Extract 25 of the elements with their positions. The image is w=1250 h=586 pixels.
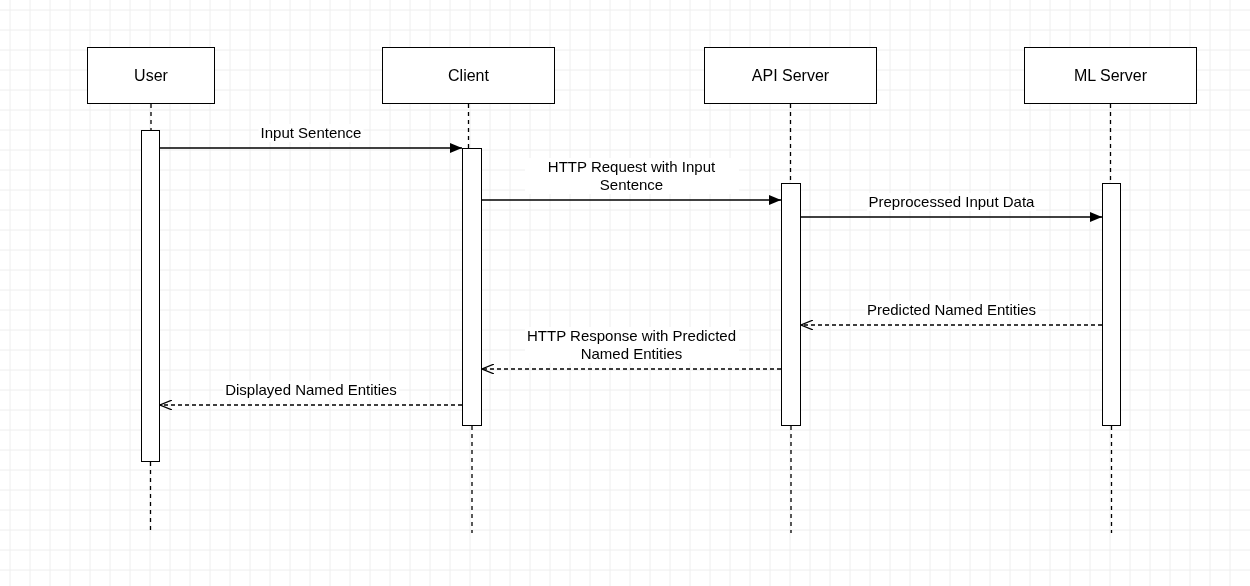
activation-bar [781, 183, 801, 426]
message-arrow [481, 363, 782, 375]
message-arrow [481, 195, 782, 205]
participant-box: ML Server [1024, 47, 1197, 104]
message-arrow [159, 143, 463, 153]
message-arrow [159, 399, 463, 411]
participant-box: Client [382, 47, 555, 104]
message-label: HTTP Response with Predicted Named Entities [524, 327, 739, 363]
participant-box: User [87, 47, 215, 104]
lifeline [150, 103, 152, 131]
message-label: Input Sentence [258, 124, 364, 142]
lifeline [467, 103, 470, 149]
message-label: HTTP Request with Input Sentence [524, 158, 739, 194]
lifeline [790, 425, 792, 534]
message-arrow [800, 212, 1103, 222]
activation-bar [1102, 183, 1121, 426]
lifeline [1110, 425, 1113, 534]
lifeline [471, 425, 473, 534]
activation-bar [141, 130, 160, 462]
activation-bar [462, 148, 482, 426]
message-label: Predicted Named Entities [864, 301, 1039, 319]
participant-box: API Server [704, 47, 877, 104]
message-label: Displayed Named Entities [223, 381, 399, 399]
message-label: Preprocessed Input Data [866, 193, 1037, 211]
message-arrow [800, 319, 1103, 331]
